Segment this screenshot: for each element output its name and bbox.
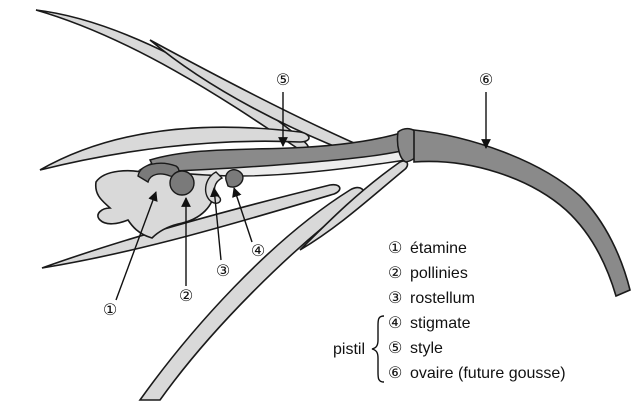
- pistil-label: pistil: [333, 341, 365, 358]
- pollinies: [170, 171, 194, 195]
- legend-item-2-label: pollinies: [410, 265, 468, 282]
- marker-3: ③: [216, 261, 230, 280]
- pistil-brace: [372, 316, 384, 382]
- marker-1: ①: [103, 300, 117, 319]
- stigmate: [226, 170, 243, 187]
- legend-item-3-label: rostellum: [410, 290, 475, 307]
- legend-item-4-label: stigmate: [410, 315, 471, 332]
- legend-item-6-marker: ⑥: [388, 365, 402, 382]
- legend-item-1-label: étamine: [410, 240, 467, 257]
- lower-right-petal: [300, 161, 407, 250]
- legend-item-4-marker: ④: [388, 315, 402, 332]
- marker-6: ⑥: [479, 70, 493, 89]
- legend-item-6-label: ovaire (future gousse): [410, 365, 566, 382]
- legend-item-1-marker: ①: [388, 240, 402, 257]
- legend-item-5-label: style: [410, 340, 443, 357]
- marker-5: ⑤: [276, 70, 290, 89]
- marker-4: ④: [251, 241, 265, 260]
- legend-item-2-marker: ②: [388, 265, 402, 282]
- legend-item-5-marker: ⑤: [388, 340, 402, 357]
- legend-item-3-marker: ③: [388, 290, 402, 307]
- marker-2: ②: [179, 286, 193, 305]
- legend: ① étamine ② pollinies ③ rostellum ④ stig…: [333, 240, 566, 382]
